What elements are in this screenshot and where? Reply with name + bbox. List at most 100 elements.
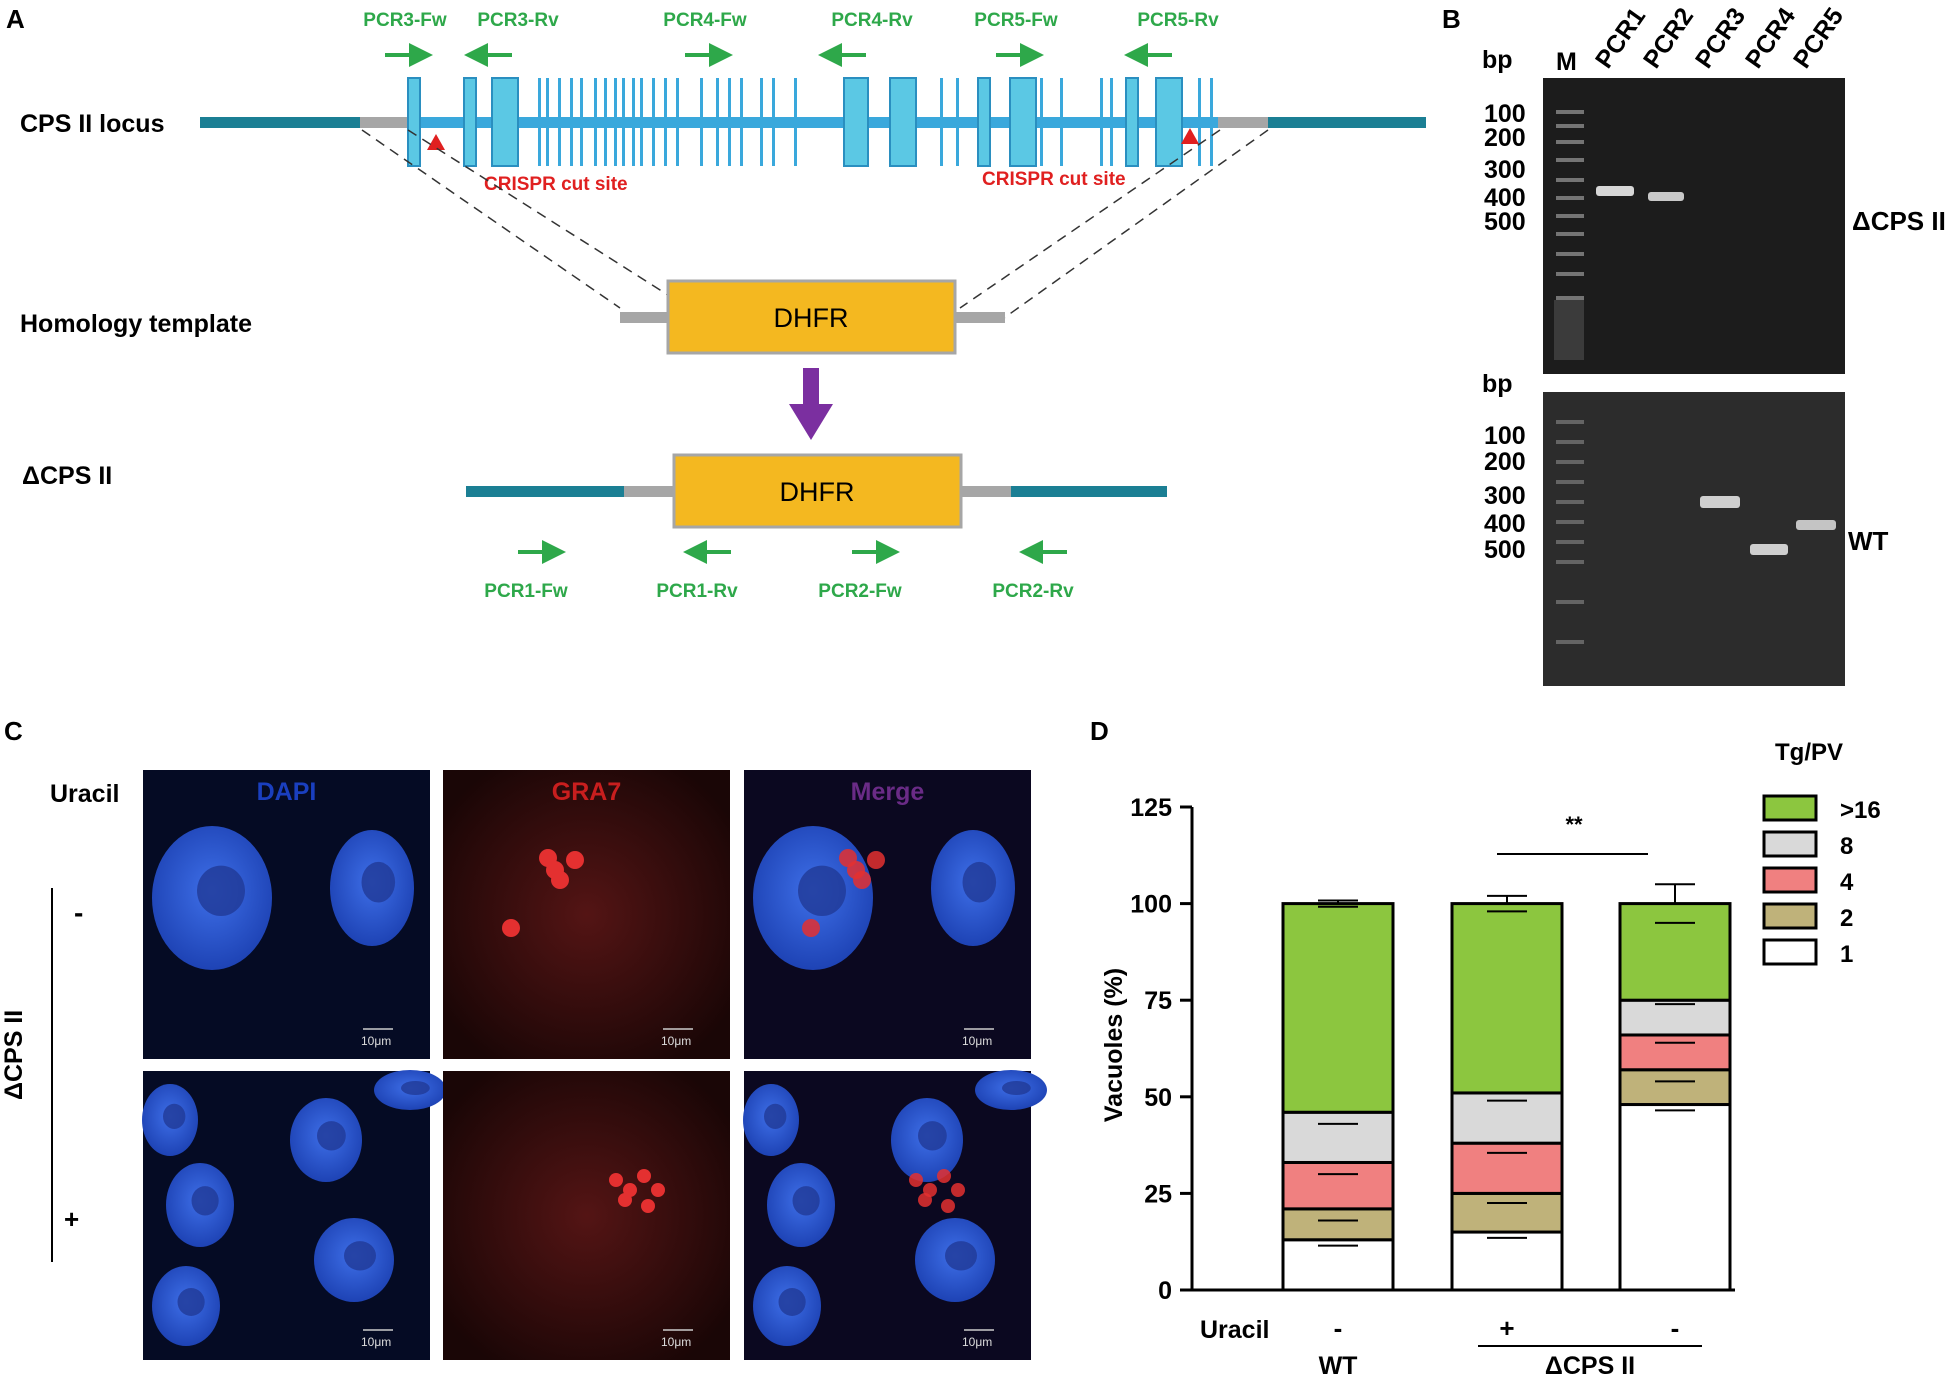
significance-marker: ** [1565,812,1583,837]
parasite-signal [867,851,885,869]
ladder-size-label: 100 [1484,100,1526,128]
locus-gene-line [408,117,1218,128]
ladder-band [1556,214,1584,218]
ladder-size-label: 200 [1484,124,1526,152]
uracil-value: + [1499,1313,1514,1343]
parasite-signal [853,871,871,889]
primer-label-top: PCR4-Rv [831,10,913,31]
primer-label-top: PCR4-Fw [663,10,747,31]
ladder-size-label: 500 [1484,536,1526,564]
exon-block [491,77,519,167]
ladder-band [1556,158,1584,162]
nucleolus [962,861,997,903]
exon-block [407,77,421,167]
parasite-signal [941,1199,955,1213]
exon-line [558,78,561,166]
exon-line [604,78,607,166]
ladder-band [1556,252,1584,256]
dhfr-label-template: DHFR [774,303,849,333]
parasite-signal [839,849,857,867]
nucleolus [764,1103,787,1129]
ladder-size-label: 300 [1484,156,1526,184]
uracil-minus-label: - [74,897,83,928]
exon-line [700,78,703,166]
exon-line [538,78,541,166]
ladder-band [1556,232,1584,236]
ladder-band [1556,440,1584,444]
mutant-flank-left [466,486,624,497]
dhfr-box-mutant [672,453,963,529]
locus-flank-left [200,117,360,128]
panel-letter-d: D [1090,716,1109,746]
dashed-guide [959,129,1221,309]
legend-label: 2 [1840,905,1853,932]
primer-label-bottom: PCR2-Fw [818,581,902,602]
exon-line [1040,78,1043,166]
gel-bottom-bands [1556,420,1836,644]
bar-segment [1281,1110,1395,1164]
bar-segment [1618,998,1732,1037]
exon-block [1155,77,1183,167]
transition-arrow-shaft [803,368,819,404]
nucleolus [401,1081,430,1095]
legend-label: >16 [1840,797,1881,824]
ladder-band [1556,272,1584,276]
bp-label-top: bp [1482,46,1513,74]
nucleolus [344,1241,376,1271]
bar-segment [1281,1160,1395,1211]
cut-site-label-right: CRISPR cut site [982,169,1126,190]
parasite-signal [802,919,820,937]
exon-line [614,78,617,166]
ladder-band [1556,560,1584,564]
uracil-plus-label: + [64,1204,79,1234]
exon-line [1110,78,1113,166]
mutant-arm-right [961,486,1011,497]
panel-letter-b: B [1442,4,1461,34]
exon-line [1100,78,1103,166]
gel-image-top [1543,78,1845,374]
bp-label-bottom: bp [1482,370,1513,398]
parasite-signal [641,1199,655,1213]
parasite-signal [651,1183,665,1197]
ladder-band [1556,600,1584,604]
nucleolus [778,1288,806,1316]
legend-swatch [1762,830,1818,858]
parasite-signal [551,871,569,889]
exon-group [407,77,1213,167]
gel-top-bands [1554,110,1684,360]
uracil-row-label: Uracil [1200,1316,1269,1344]
mutant-label: ΔCPS II [22,462,112,490]
ladder-band [1556,640,1584,644]
locus-flank-right [1268,117,1426,128]
bar-segment [1450,1230,1564,1292]
ladder-size-label: 300 [1484,482,1526,510]
exon-line [622,78,625,166]
panel-a-diagram: CPS II locus Homology template ΔCPS II C… [20,10,1426,602]
ladder-smear [1554,300,1584,360]
panel-c-microscopy: Uracil ΔCPS II - + DAPI10μmGRA710μmMerge… [0,770,1047,1360]
panel-d-chart: Vacuoles (%) Tg/PV Uracil ** 02550751001… [1100,739,1881,1380]
exon-line [716,78,719,166]
locus-arm-right [1218,117,1268,128]
ladder-band [1556,110,1584,114]
exon-block [1125,77,1139,167]
exon-line [640,78,643,166]
exon-line [1198,78,1201,166]
exon-block [1009,77,1037,167]
cell-cytoplasm [443,770,730,1059]
lane-label: PCR2 [1638,3,1699,74]
micrograph-gra7-plus: 10μm [443,1071,730,1360]
dashed-guide [361,129,621,309]
locus-arm-left [360,117,408,128]
lane-label: PCR4 [1740,3,1801,74]
ladder-band [1556,460,1584,464]
gel-top-label: ΔCPS II [1852,206,1946,236]
y-axis-label: Vacuoles (%) [1100,968,1128,1122]
bar-segment [1618,1068,1732,1107]
ladder-band [1556,296,1584,300]
